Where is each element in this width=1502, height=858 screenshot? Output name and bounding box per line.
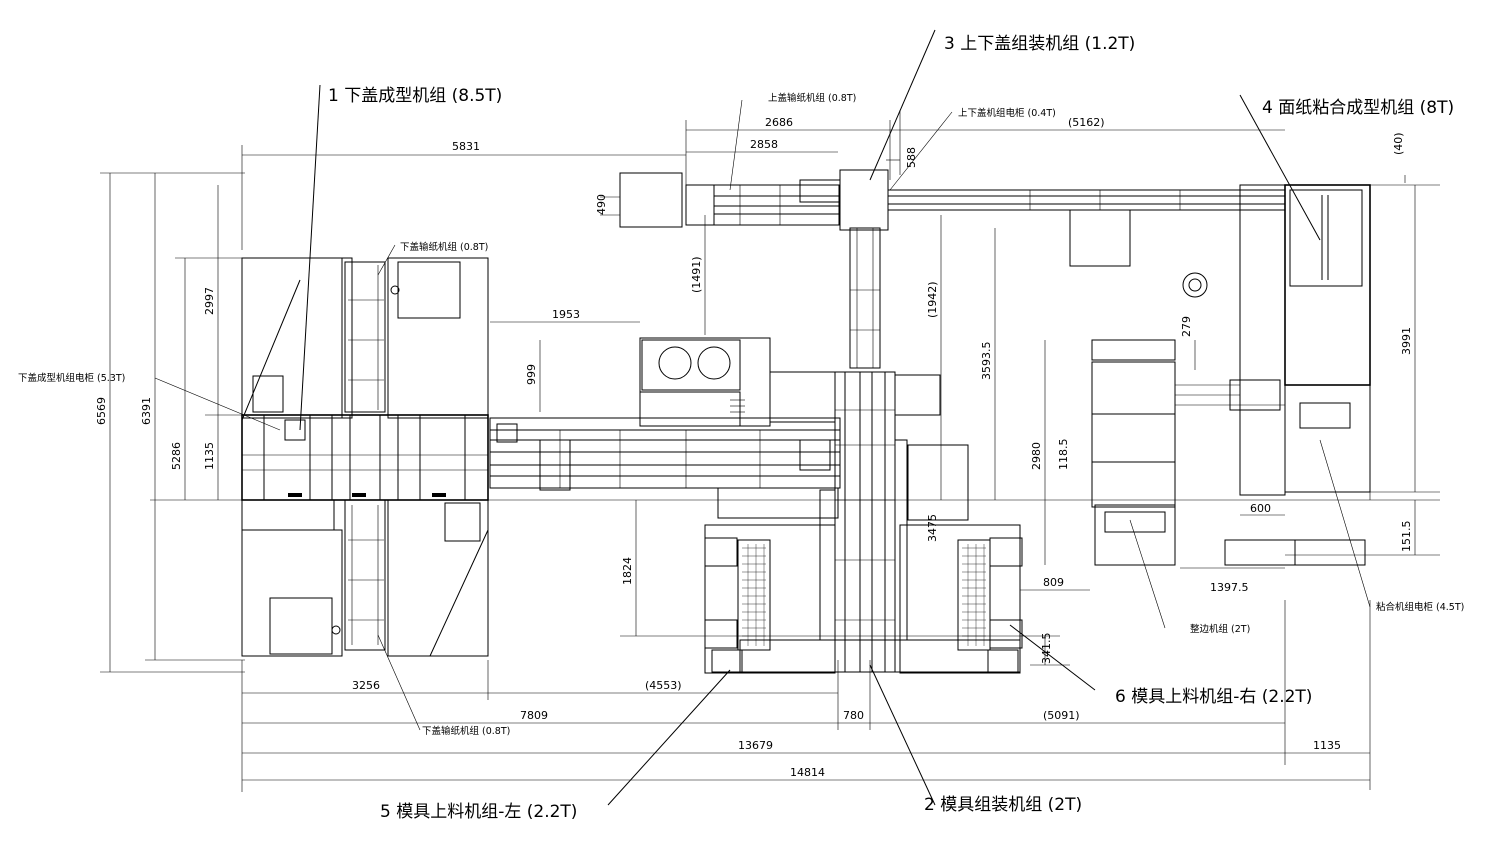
dim-2997: 2997 — [203, 287, 216, 315]
dim-5091: (5091) — [1043, 709, 1080, 722]
dim-3415: 341.5 — [1040, 633, 1053, 665]
dim-1942: (1942) — [926, 281, 939, 318]
label-lower-conveyor: 下盖输纸机组 (0.8T) — [400, 241, 488, 253]
dimension-values: 5831 2686 2858 (5162) 588 (40) 490 (1491… — [95, 116, 1413, 779]
label-lower-feeder: 下盖输纸机组 (0.8T) — [422, 725, 510, 737]
unit-lower-lid-forming — [241, 257, 489, 657]
callout-mold-loader-right: 6 模具上料机组-右 (2.2T) — [1115, 687, 1312, 707]
dim-14814: 14814 — [790, 766, 825, 779]
dim-279: 279 — [1180, 316, 1193, 337]
dim-1135h: 1135 — [1313, 739, 1341, 752]
dim-7809: 7809 — [520, 709, 548, 722]
dim-1515: 151.5 — [1400, 521, 1413, 553]
unit-mold-loader-right — [739, 444, 1023, 674]
dim-3593: 3593.5 — [980, 342, 993, 381]
unit-edge-trim — [1091, 272, 1285, 566]
dim-13679: 13679 — [738, 739, 773, 752]
dim-40: (40) — [1392, 132, 1405, 155]
callout-lower-lid-forming: 1 下盖成型机组 (8.5T) — [328, 86, 502, 106]
leader-lines — [154, 29, 1371, 806]
label-edge-unit: 整边机组 (2T) — [1190, 623, 1250, 635]
dim-600: 600 — [1250, 502, 1271, 515]
dim-3991: 3991 — [1400, 327, 1413, 355]
dim-13975: 1397.5 — [1210, 581, 1249, 594]
dim-1491: (1491) — [690, 256, 703, 293]
dim-780: 780 — [843, 709, 864, 722]
dim-4553: (4553) — [645, 679, 682, 692]
unit-laminating — [1224, 184, 1371, 566]
dim-2980: 2980 — [1030, 442, 1043, 470]
dim-6569: 6569 — [95, 397, 108, 425]
dim-5831: 5831 — [452, 140, 480, 153]
unit-mold-assembly — [819, 371, 941, 673]
dim-490: 490 — [595, 194, 608, 215]
callout-laminating: 4 面纸粘合成型机组 (8T) — [1262, 98, 1454, 118]
callout-mold-assembly: 2 模具组装机组 (2T) — [924, 795, 1082, 815]
dim-1824: 1824 — [621, 557, 634, 585]
dim-1953: 1953 — [552, 308, 580, 321]
callout-mold-loader-left: 5 模具上料机组-左 (2.2T) — [380, 802, 577, 822]
dim-588: 588 — [905, 147, 918, 168]
dim-3475: 3475 — [926, 514, 939, 542]
label-laminating-cabinet: 粘合机组电柜 (4.5T) — [1376, 601, 1464, 613]
callout-lid-assembly: 3 上下盖组装机组 (1.2T) — [944, 34, 1135, 54]
unit-lid-assembly — [619, 169, 1285, 369]
label-upper-conveyor: 上盖输纸机组 (0.8T) — [768, 92, 856, 104]
dim-6391: 6391 — [140, 397, 153, 425]
dim-2858: 2858 — [750, 138, 778, 151]
dim-999: 999 — [525, 364, 538, 385]
dim-5286: 5286 — [170, 442, 183, 470]
dim-2686: 2686 — [765, 116, 793, 129]
unit-mold-loader-left — [704, 487, 839, 674]
dim-1185: 118.5 — [1057, 439, 1070, 471]
label-assembly-cabinet: 上下盖机组电柜 (0.4T) — [958, 107, 1056, 119]
label-lower-forming-cabinet: 下盖成型机组电柜 (5.3T) — [18, 372, 125, 384]
dim-3256: 3256 — [352, 679, 380, 692]
main-conveyor — [489, 337, 841, 491]
dim-809: 809 — [1043, 576, 1064, 589]
dim-1135v: 1135 — [203, 442, 216, 470]
dim-5162: (5162) — [1068, 116, 1105, 129]
